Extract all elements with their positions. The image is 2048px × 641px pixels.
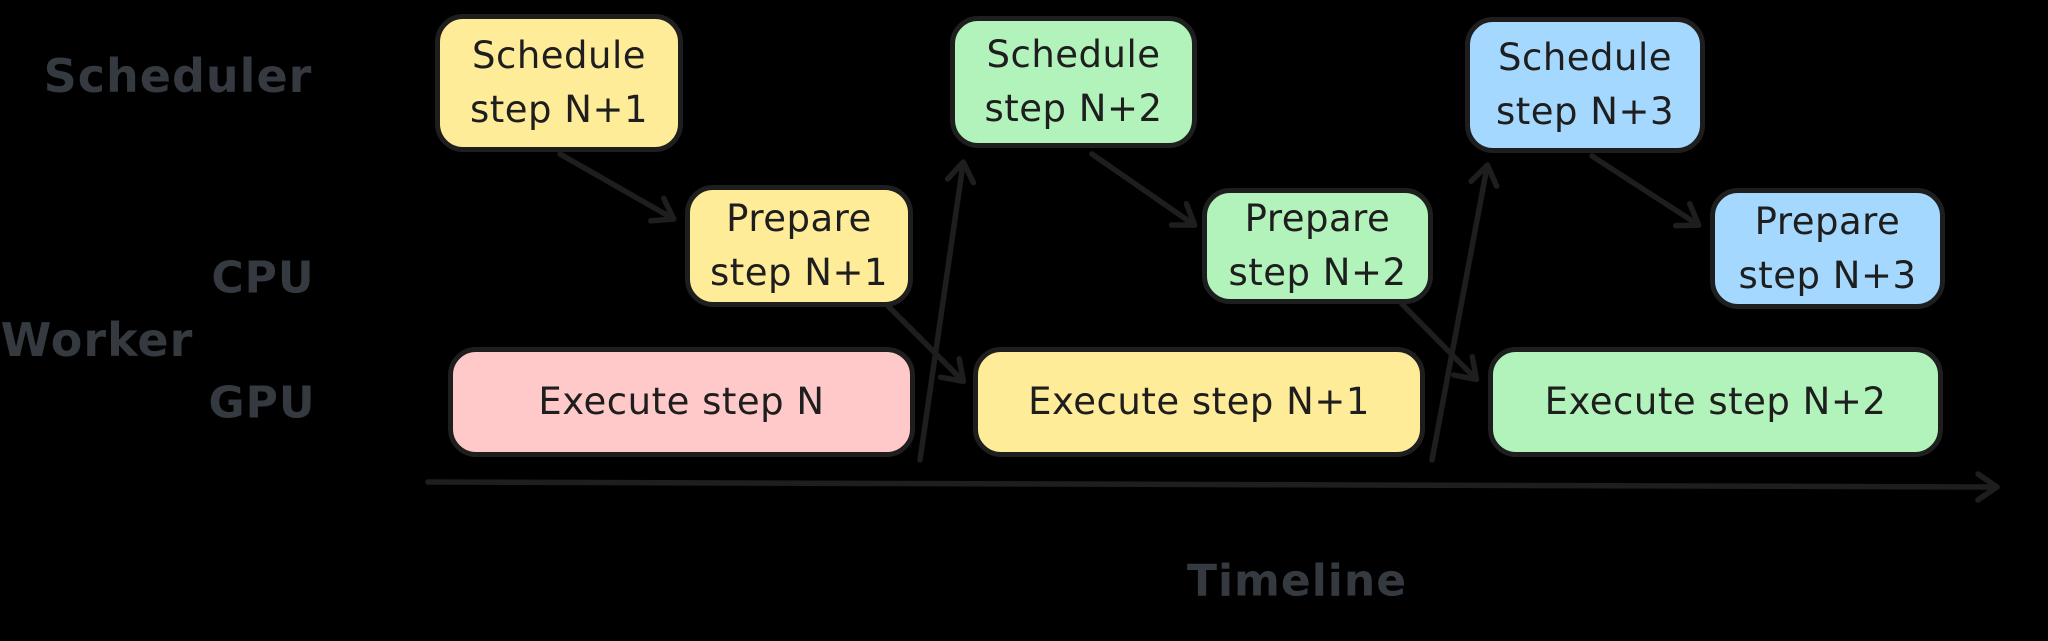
prepare-step-n1-label-line: Prepare — [726, 197, 872, 241]
schedule-step-n2: Schedule step N+2 — [950, 16, 1197, 148]
schedule-step-n1-label-line: step N+1 — [469, 88, 648, 131]
prepare-step-n3-label-line: step N+3 — [1738, 253, 1917, 297]
schedule-step-n2-label-line: step N+2 — [984, 87, 1163, 130]
prepare-step-n1-label-line: step N+1 — [709, 251, 888, 294]
schedule-step-n2-label-line: Schedule — [986, 33, 1161, 77]
prepare-step-n2-label-line: step N+2 — [1228, 251, 1407, 294]
prepare-step-n3: Prepare step N+3 — [1710, 188, 1945, 309]
execute-step-n: Execute step N — [448, 347, 915, 457]
row-label-worker: Worker — [0, 313, 194, 367]
row-label-scheduler: Scheduler — [43, 49, 313, 103]
timeline-axis-label: Timeline — [1186, 555, 1408, 607]
schedule-step-n3-label-line: step N+3 — [1495, 90, 1674, 133]
prepare-step-n2: Prepare step N+2 — [1202, 188, 1433, 304]
schedule-step-n1-label-line: Schedule — [471, 34, 647, 78]
execute-step-n-label-line: Execute step N — [538, 380, 825, 424]
execute-step-n1: Execute step N+1 — [973, 347, 1425, 457]
execute-step-n1-label-line: Execute step N+1 — [1028, 380, 1370, 424]
prepare-step-n3-label-line: Prepare — [1754, 199, 1901, 243]
row-label-gpu: GPU — [208, 377, 316, 429]
prepare-step-n2-label-line: Prepare — [1244, 197, 1391, 241]
execute-step-n2: Execute step N+2 — [1488, 347, 1943, 457]
schedule-step-n3: Schedule step N+3 — [1465, 17, 1705, 153]
prepare-step-n1: Prepare step N+1 — [685, 185, 913, 307]
schedule-step-n3-label-line: Schedule — [1497, 36, 1673, 80]
row-label-cpu: CPU — [211, 252, 315, 304]
execute-step-n2-label-line: Execute step N+2 — [1544, 380, 1887, 424]
schedule-step-n1: Schedule step N+1 — [435, 14, 683, 152]
